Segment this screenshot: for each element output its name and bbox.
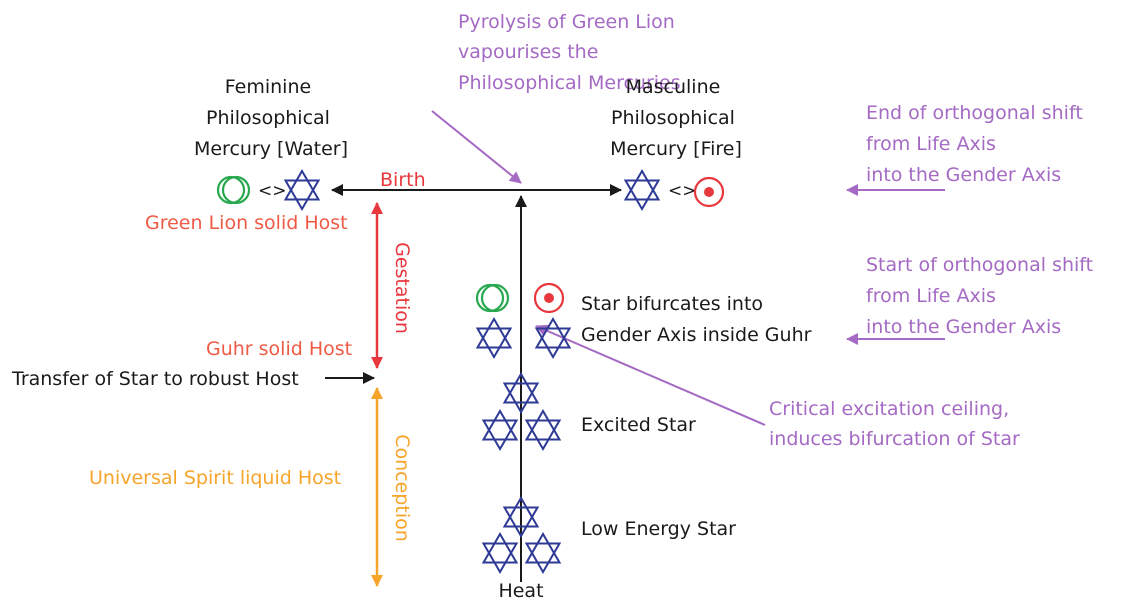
bifurcates-label: Star bifurcates into Gender Axis inside … <box>581 293 812 346</box>
pyrolysis-note: Pyrolysis of Green Lion vapourises the P… <box>458 11 681 94</box>
start-shift-note: Start of orthogonal shift from Life Axis… <box>866 254 1099 338</box>
feminine-mercury-label: Feminine Philosophical Mercury [Water] <box>194 76 348 160</box>
crescent-moon-icon <box>216 175 251 205</box>
hexagram-star-icon <box>481 532 519 574</box>
hexagram-star-icon <box>502 496 540 538</box>
universal-spirit-label: Universal Spirit liquid Host <box>89 467 341 489</box>
hexagram-star-icon <box>534 317 572 359</box>
green-lion-host-label: Green Lion solid Host <box>145 212 348 234</box>
exchange-right-symbol: <> <box>668 181 697 201</box>
pyrolysis-pointer-arrow <box>431 110 522 184</box>
hexagram-star-icon <box>524 532 562 574</box>
hexagram-star-icon <box>623 169 661 211</box>
hexagram-star-icon <box>481 409 519 451</box>
exchange-left-symbol: <> <box>258 181 287 201</box>
hexagram-star-icon <box>502 372 540 414</box>
sun-circumpunct-icon <box>693 176 725 208</box>
conception-label: Conception <box>391 434 413 542</box>
critical-note: Critical excitation ceiling, induces bif… <box>769 398 1020 450</box>
birth-label: Birth <box>380 169 426 191</box>
hexagram-star-group <box>283 169 661 574</box>
hexagram-star-icon <box>524 409 562 451</box>
hexagram-star-icon <box>475 317 513 359</box>
guhr-host-label: Guhr solid Host <box>206 338 352 360</box>
transfer-label: Transfer of Star to robust Host <box>11 368 299 390</box>
heat-label: Heat <box>498 580 543 600</box>
critical-pointer-arrow <box>535 324 766 426</box>
low-energy-star-label: Low Energy Star <box>581 518 736 540</box>
end-shift-note: End of orthogonal shift from Life Axis i… <box>866 102 1089 186</box>
crescent-moon-icon <box>475 283 510 313</box>
masculine-mercury-label: Masculine Philosophical Mercury [Fire] <box>610 76 742 160</box>
hexagram-star-icon <box>283 169 321 211</box>
sun-circumpunct-icon <box>533 282 565 314</box>
excited-star-label: Excited Star <box>581 414 696 436</box>
gestation-label: Gestation <box>391 242 413 334</box>
